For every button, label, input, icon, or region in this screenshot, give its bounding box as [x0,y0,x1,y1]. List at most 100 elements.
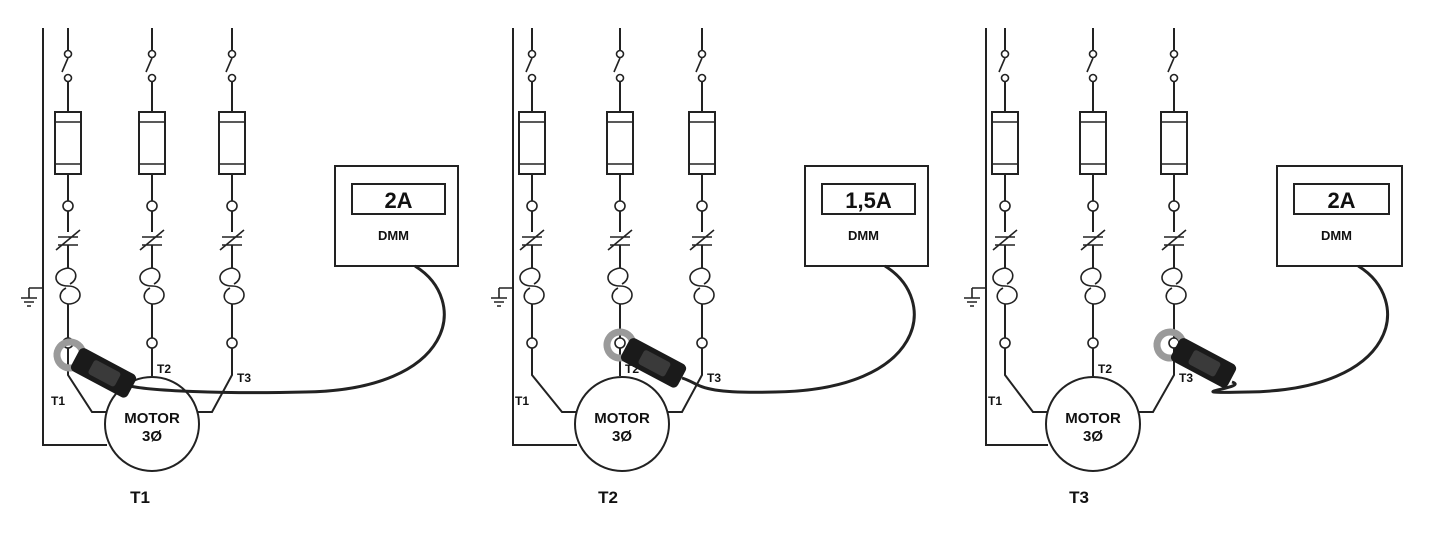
probe-cable [1211,264,1390,394]
dmm-body [1276,165,1403,267]
terminal-point [614,337,626,349]
dmm-meter: 2A DMM [1276,165,1403,267]
terminal-point [1087,200,1099,212]
terminal-label-t2: T2 [157,362,171,376]
disconnect-switch-icon [613,49,625,83]
overload-icon [519,267,545,305]
lead-t1 [531,348,577,413]
dmm-reading: 1,5A [845,188,892,213]
disconnect-switch-icon [145,49,157,83]
dmm-display [351,183,446,215]
overload-icon [219,267,245,305]
motor-label: MOTOR [1065,410,1121,427]
motor-circle [1045,376,1141,472]
panel-caption: T3 [1069,488,1089,507]
dmm-meter: 1,5A DMM [804,165,929,267]
clamp-meter-icon [53,338,137,398]
terminal-label-t1: T1 [51,394,65,408]
dmm-display [821,183,916,215]
overload-icon [1161,267,1187,305]
terminal-point [696,337,708,349]
disconnect-switch-icon [61,49,73,83]
clamp-meter-icon [603,328,687,388]
terminal-point [226,337,238,349]
fuse-icon [518,111,546,175]
phase-line-1 [54,28,82,349]
disconnect-switch-icon [225,49,237,83]
overload-icon [1080,267,1106,305]
motor-label: MOTOR [594,410,650,427]
ground-icon [491,287,513,307]
dmm-display [1293,183,1390,215]
terminal-point [526,200,538,212]
terminal-point [999,337,1011,349]
phase-line-2 [606,28,634,349]
motor-phase-label: 3Ø [142,428,162,445]
motor-phase-label: 3Ø [1083,428,1103,445]
supply-rail [985,28,1048,446]
dmm-body [334,165,459,267]
disconnect-switch-icon [998,49,1010,83]
fuse-icon [1079,111,1107,175]
panel-caption: T2 [598,488,618,507]
disconnect-switch-icon [525,49,537,83]
motor-circle [104,376,200,472]
terminal-point [146,200,158,212]
phase-line-3 [218,28,246,349]
terminal-point [1168,200,1180,212]
disconnect-switch-icon [1167,49,1179,83]
lead-t3 [197,348,233,413]
lead-t1 [67,348,107,413]
phase-line-3 [688,28,716,349]
dmm-body [804,165,929,267]
motor-phase-label: 3Ø [612,428,632,445]
dmm-reading: 2A [1327,188,1355,213]
fuse-icon [138,111,166,175]
terminal-point [1087,337,1099,349]
supply-rail [512,28,577,446]
dmm-label: DMM [378,228,409,243]
dmm-label: DMM [848,228,879,243]
panel-caption: T1 [130,488,150,507]
lead-t1 [1004,348,1048,413]
dmm-label: DMM [1321,228,1352,243]
phase-line-3 [1160,28,1188,349]
phase-line-2 [1079,28,1107,349]
phase-line-1 [991,28,1019,349]
disconnect-switch-icon [1086,49,1098,83]
clamp-grip [1188,350,1221,377]
fuse-icon [991,111,1019,175]
terminal-label-t1: T1 [988,394,1002,408]
terminal-point [999,200,1011,212]
lead-t3 [667,348,703,413]
fuse-icon [688,111,716,175]
terminal-point [226,200,238,212]
phase-line-1 [518,28,546,349]
ground-icon [964,287,986,307]
probe-cable [681,264,916,394]
terminal-point [614,200,626,212]
phase-line-2 [138,28,166,349]
overload-icon [992,267,1018,305]
dmm-meter: 2A DMM [334,165,459,267]
fuse-icon [218,111,246,175]
overload-icon [607,267,633,305]
terminal-label-t1: T1 [515,394,529,408]
overload-icon [139,267,165,305]
terminal-label-t3: T3 [1179,371,1193,385]
dmm-reading: 2A [384,188,412,213]
terminal-point [696,200,708,212]
terminal-point [146,337,158,349]
terminal-label-t3: T3 [237,371,251,385]
ground-icon [21,287,43,307]
clamp-meter-icon [1153,328,1237,388]
probe-cable [125,264,446,395]
terminal-point [526,337,538,349]
